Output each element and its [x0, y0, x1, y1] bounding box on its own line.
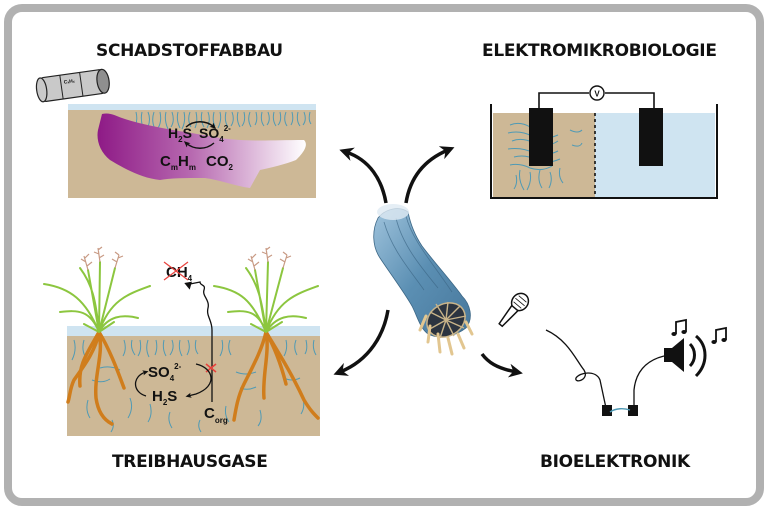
- cell-container: [490, 104, 718, 199]
- formula-ch4: CH4: [163, 261, 193, 283]
- formula-cmhm: CmHm: [160, 153, 196, 172]
- sulfate-reduction-arrow: [185, 363, 212, 398]
- barrel-icon: CₓHₓ: [35, 68, 110, 103]
- voltmeter-label: V: [594, 90, 600, 99]
- svg-text:SO42-: SO42-: [148, 362, 182, 383]
- title-schadstoffabbau: SCHADSTOFFABBAU: [96, 41, 283, 61]
- water-layer: [67, 326, 320, 336]
- arrow-to-bioelektronik: [480, 352, 523, 378]
- cathode: [639, 108, 663, 166]
- methane-pathway: [189, 281, 213, 402]
- plant-left-seedheads: [80, 246, 124, 271]
- formula-h2s: H2S: [168, 125, 192, 144]
- circuit-wire: [538, 92, 655, 108]
- microphone-cable: [545, 329, 607, 409]
- svg-text:Corg: Corg: [204, 405, 228, 425]
- speaker-icon: [664, 334, 707, 378]
- cable-bacterium-illustration: [373, 204, 474, 356]
- plant-roots: [66, 330, 320, 426]
- plant-right: [213, 261, 319, 333]
- svg-text:H2S: H2S: [152, 388, 177, 407]
- cable-cross-section: [418, 301, 474, 356]
- voltmeter-icon: [589, 85, 605, 101]
- plant-right-seedheads: [247, 246, 292, 271]
- sulfur-cycle-arrows: [183, 121, 217, 149]
- formula-corg: Corg: [204, 405, 228, 425]
- crossed-out-icon: [163, 261, 189, 281]
- formula-so4-greenhouse: SO42-: [148, 362, 182, 383]
- electrochemical-cell: V: [490, 85, 718, 199]
- microphone-icon: [498, 292, 530, 328]
- title-elektromikrobiologie: ELEKTROMIKROBIOLOGIE: [482, 41, 717, 61]
- formula-h2s-greenhouse: H2S: [152, 388, 177, 407]
- music-note-icon: [671, 318, 687, 336]
- sulfide-oxidation-arrow: [134, 370, 149, 397]
- water-layer: [68, 104, 316, 110]
- formula-co2: CO2: [206, 153, 234, 172]
- arrow-to-elektromikrobiologie: [404, 146, 455, 204]
- direction-arrows: [333, 146, 523, 378]
- greenhouse-panel: CH4 SO42- H2S Corg: [43, 246, 320, 436]
- electrode-right: [628, 405, 638, 416]
- barrel-label: CₓHₓ: [63, 78, 75, 85]
- methane-arrowhead: [184, 281, 192, 290]
- plant-left: [43, 261, 151, 333]
- speaker-cable: [633, 355, 665, 407]
- microbe-filaments: [71, 339, 317, 433]
- microbe-filaments: [134, 111, 312, 131]
- svg-text:SO42-: SO42-: [199, 124, 231, 144]
- svg-text:CmHm: CmHm: [160, 153, 196, 172]
- arrow-to-schadstoffabbau: [339, 147, 388, 204]
- title-bioelektronik: BIOELEKTRONIK: [540, 452, 690, 472]
- title-treibhausgase: TREIBHAUSGASE: [112, 452, 268, 472]
- svg-text:H2S: H2S: [168, 125, 192, 144]
- pollutant-panel: CₓHₓ H2S SO42- CmHm CO2: [35, 68, 316, 198]
- formula-so4: SO42-: [199, 124, 231, 144]
- svg-text:CO2: CO2: [206, 153, 234, 172]
- anode: [529, 108, 553, 166]
- pollutant-plume: [97, 113, 306, 188]
- bioelectronics-panel: [498, 292, 727, 416]
- electrode-left: [602, 405, 612, 416]
- music-note-icon: [711, 326, 727, 344]
- arrow-to-treibhausgase: [333, 309, 390, 376]
- cable-bacterium-link: [609, 407, 631, 413]
